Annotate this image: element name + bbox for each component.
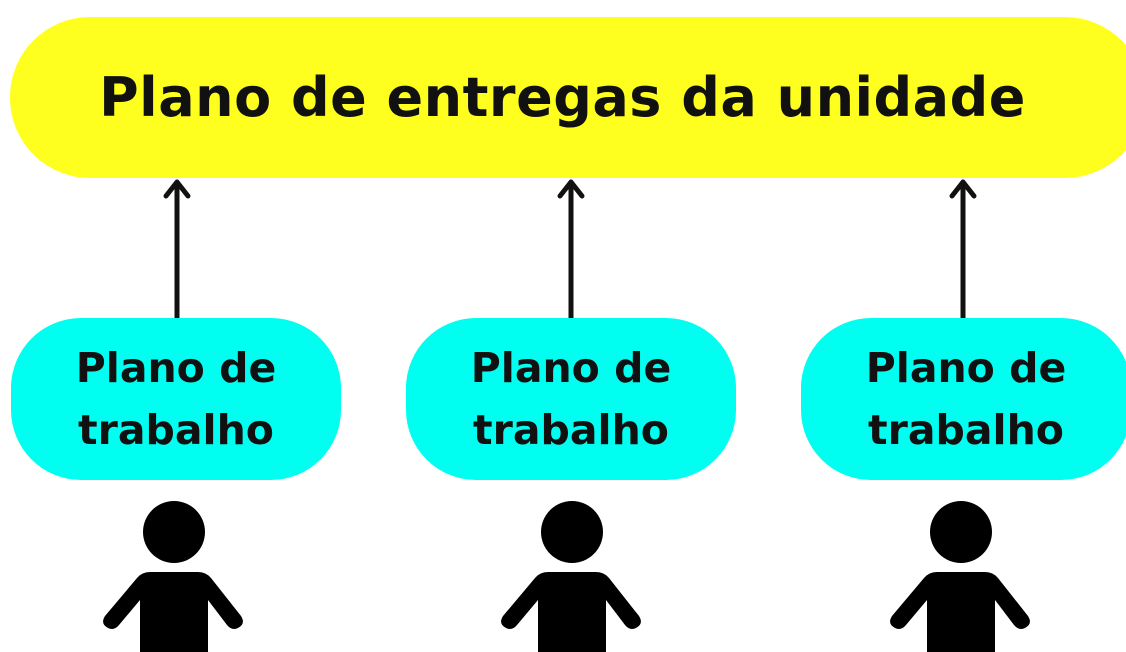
work-plan-label: trabalho (78, 406, 274, 454)
unit-delivery-plan-box: Plano de entregas da unidade (10, 17, 1126, 178)
work-plan-label: Plano de (470, 344, 672, 392)
work-plan-label: Plano de (75, 344, 277, 392)
person-icon (501, 501, 641, 652)
work-plan-box: Plano de trabalho (406, 318, 736, 480)
arrow-up-icon (557, 179, 585, 318)
arrow-up-icon (163, 179, 191, 318)
person-icon (890, 501, 1030, 652)
unit-delivery-plan-title: Plano de entregas da unidade (99, 66, 1026, 129)
work-plan-label: trabalho (473, 406, 669, 454)
work-plan-box: Plano de trabalho (801, 318, 1126, 480)
work-plan-label: Plano de (865, 344, 1067, 392)
work-plan-label: trabalho (868, 406, 1064, 454)
person-icon (103, 501, 243, 652)
arrow-up-icon (949, 179, 977, 318)
work-plan-box: Plano de trabalho (11, 318, 341, 480)
